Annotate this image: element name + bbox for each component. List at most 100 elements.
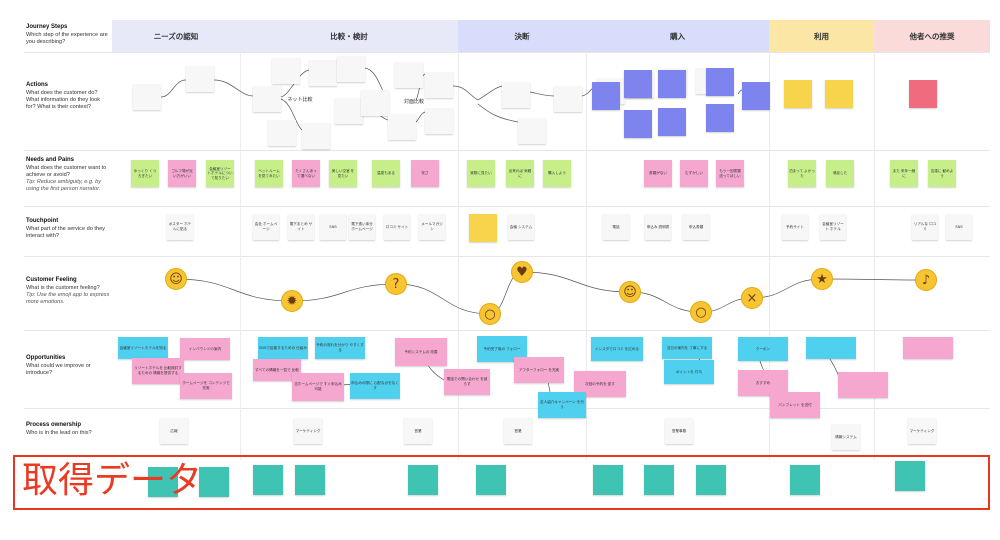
opportunity-note[interactable]: 予約の流れを分かり やすくする [315, 337, 365, 359]
needs-note[interactable]: 泊まって よかった [788, 160, 816, 187]
touchpoint-note[interactable]: 口コミ サイト [384, 214, 410, 240]
action-note[interactable] [742, 82, 770, 110]
opportunity-note[interactable]: クーポン [738, 337, 788, 361]
phase-needs-recognition[interactable]: ニーズの認知 [112, 20, 240, 52]
action-note[interactable] [502, 82, 530, 108]
data-note[interactable] [295, 465, 325, 495]
action-note[interactable] [395, 62, 423, 88]
touchpoint-note[interactable]: 会議 システム [508, 214, 534, 240]
needs-note[interactable]: 安さ [411, 160, 439, 187]
needs-note[interactable]: 満足した [826, 160, 854, 187]
action-note[interactable] [253, 86, 281, 112]
touchpoint-note[interactable] [469, 214, 497, 242]
action-note[interactable] [272, 58, 300, 84]
data-note[interactable] [593, 465, 623, 495]
data-note[interactable] [148, 467, 178, 497]
phase-recommendation[interactable]: 他者への推奨 [874, 20, 990, 52]
needs-note[interactable]: 購入しよう [543, 160, 571, 187]
needs-note[interactable]: また 来年一緒に [890, 160, 918, 187]
touchpoint-note[interactable]: 申込書類 [683, 214, 709, 240]
needs-note[interactable]: 実際に見たい [467, 160, 495, 187]
action-note[interactable] [335, 98, 363, 124]
opportunity-note[interactable]: インスタで口コミ を広める [591, 337, 643, 361]
action-note[interactable] [592, 82, 620, 110]
touchpoint-note[interactable]: 会議室リゾート ホテル [820, 214, 846, 240]
opportunity-note[interactable]: SNSで拡散するための 仕組み [258, 337, 308, 359]
action-note[interactable] [388, 114, 416, 140]
data-note[interactable] [253, 465, 283, 495]
action-note[interactable] [425, 72, 453, 98]
action-note[interactable] [361, 90, 389, 116]
opportunity-note[interactable]: アフターフォロー を充実 [514, 357, 564, 383]
touchpoint-note[interactable]: 電下逸い体分 ホームページ [349, 214, 375, 240]
opportunity-note[interactable] [838, 372, 888, 398]
needs-note[interactable]: ゴルフ場が近 い方がいい [168, 160, 196, 187]
action-note[interactable] [825, 80, 853, 108]
action-note[interactable] [425, 108, 453, 134]
opportunity-note[interactable]: インバウンドの案内 [180, 338, 230, 360]
needs-note[interactable]: むずかしい [680, 160, 708, 187]
needs-note[interactable]: 会議室リゾー トホテルについ て知りたい [206, 160, 234, 187]
owner-note[interactable]: 情報システム [832, 424, 860, 450]
action-note[interactable] [133, 84, 161, 110]
owner-note[interactable]: 広報 [160, 418, 188, 444]
opportunity-note[interactable]: ポイントを 付与 [664, 360, 714, 384]
opportunity-note[interactable]: 電話での問い合わせ を減らす [444, 369, 490, 395]
touchpoint-note[interactable]: 電下まとめ サイト [288, 214, 314, 240]
action-note[interactable] [186, 66, 214, 92]
phase-usage[interactable]: 利用 [769, 20, 874, 52]
owner-note[interactable]: マーケティング [294, 418, 322, 444]
opportunity-note[interactable] [903, 337, 953, 359]
opportunity-note[interactable]: パンフレット を送付 [770, 392, 820, 418]
opportunity-note[interactable] [806, 337, 856, 359]
touchpoint-note[interactable]: 申込み 説明書 [645, 214, 671, 240]
opportunity-note[interactable]: 予約システムの 改善 [395, 338, 447, 366]
opportunity-note[interactable]: おすすめ [738, 370, 788, 396]
phase-purchase[interactable]: 購入 [586, 20, 769, 52]
needs-note[interactable]: 温泉もある [372, 160, 400, 187]
opportunity-note[interactable]: 友人紹介キャンペーン を行う [538, 392, 586, 418]
owner-note[interactable]: 営業 [504, 418, 532, 444]
opportunity-note[interactable]: 会議室リゾートホテルを知る [118, 337, 168, 359]
data-note[interactable] [696, 465, 726, 495]
needs-note[interactable]: 友達に 勧めよう [928, 160, 956, 187]
owner-note[interactable]: マーケティング [908, 418, 936, 444]
action-note[interactable] [518, 118, 546, 144]
opportunity-note[interactable]: 当日の案内を 丁寧にする [662, 337, 712, 359]
action-note[interactable] [268, 120, 296, 146]
needs-note[interactable]: たくさんあっ て選べない [292, 160, 320, 187]
needs-note[interactable]: 出来れば 気軽に [506, 160, 534, 187]
opportunity-note[interactable]: ホームページを コンテンツで充実 [180, 373, 232, 399]
action-note[interactable] [909, 80, 937, 108]
needs-note[interactable]: 美しい空室 を見たい [329, 160, 357, 187]
touchpoint-note[interactable]: メールマガジン [419, 214, 445, 240]
action-note[interactable] [658, 70, 686, 98]
opportunity-note[interactable]: リゾートホテルを 比較検討するための 情報を提供する [132, 358, 184, 384]
touchpoint-note[interactable]: 会社 ホームページ [253, 214, 279, 240]
data-note[interactable] [476, 465, 506, 495]
touchpoint-note[interactable]: SNS [946, 214, 972, 240]
needs-note[interactable]: もう一回書類 送ってほしい [716, 160, 744, 187]
action-note[interactable] [624, 70, 652, 98]
action-note[interactable] [554, 86, 582, 112]
action-note[interactable] [784, 80, 812, 108]
action-note[interactable] [337, 56, 365, 82]
touchpoint-note[interactable]: ポスター ホテルに貼る [167, 214, 193, 240]
data-note[interactable] [644, 465, 674, 495]
data-note[interactable] [790, 465, 820, 495]
action-note[interactable] [309, 60, 337, 86]
touchpoint-note[interactable]: リアルな 口コミ [912, 214, 938, 240]
action-note[interactable] [706, 68, 734, 96]
opportunity-note[interactable]: 申込みの際に 心配な点をなくす [350, 373, 400, 399]
data-note[interactable] [408, 465, 438, 495]
owner-note[interactable]: 営業 [404, 418, 432, 444]
owner-note[interactable]: 営業事務 [665, 418, 693, 444]
needs-note[interactable]: ゆっくり くつろぎたい [131, 160, 159, 187]
phase-decision[interactable]: 決断 [458, 20, 586, 52]
opportunity-note[interactable]: 当ホームページで すぐ申込み可能 [292, 373, 344, 401]
needs-note[interactable]: ベットルーム を見てみたい [255, 160, 283, 187]
phase-comparison[interactable]: 比較・検討 [240, 20, 458, 52]
opportunity-note[interactable]: すべての情報を一覧で 比較 [253, 359, 301, 381]
action-note[interactable] [302, 123, 330, 149]
needs-note[interactable]: 書類がない [644, 160, 672, 187]
